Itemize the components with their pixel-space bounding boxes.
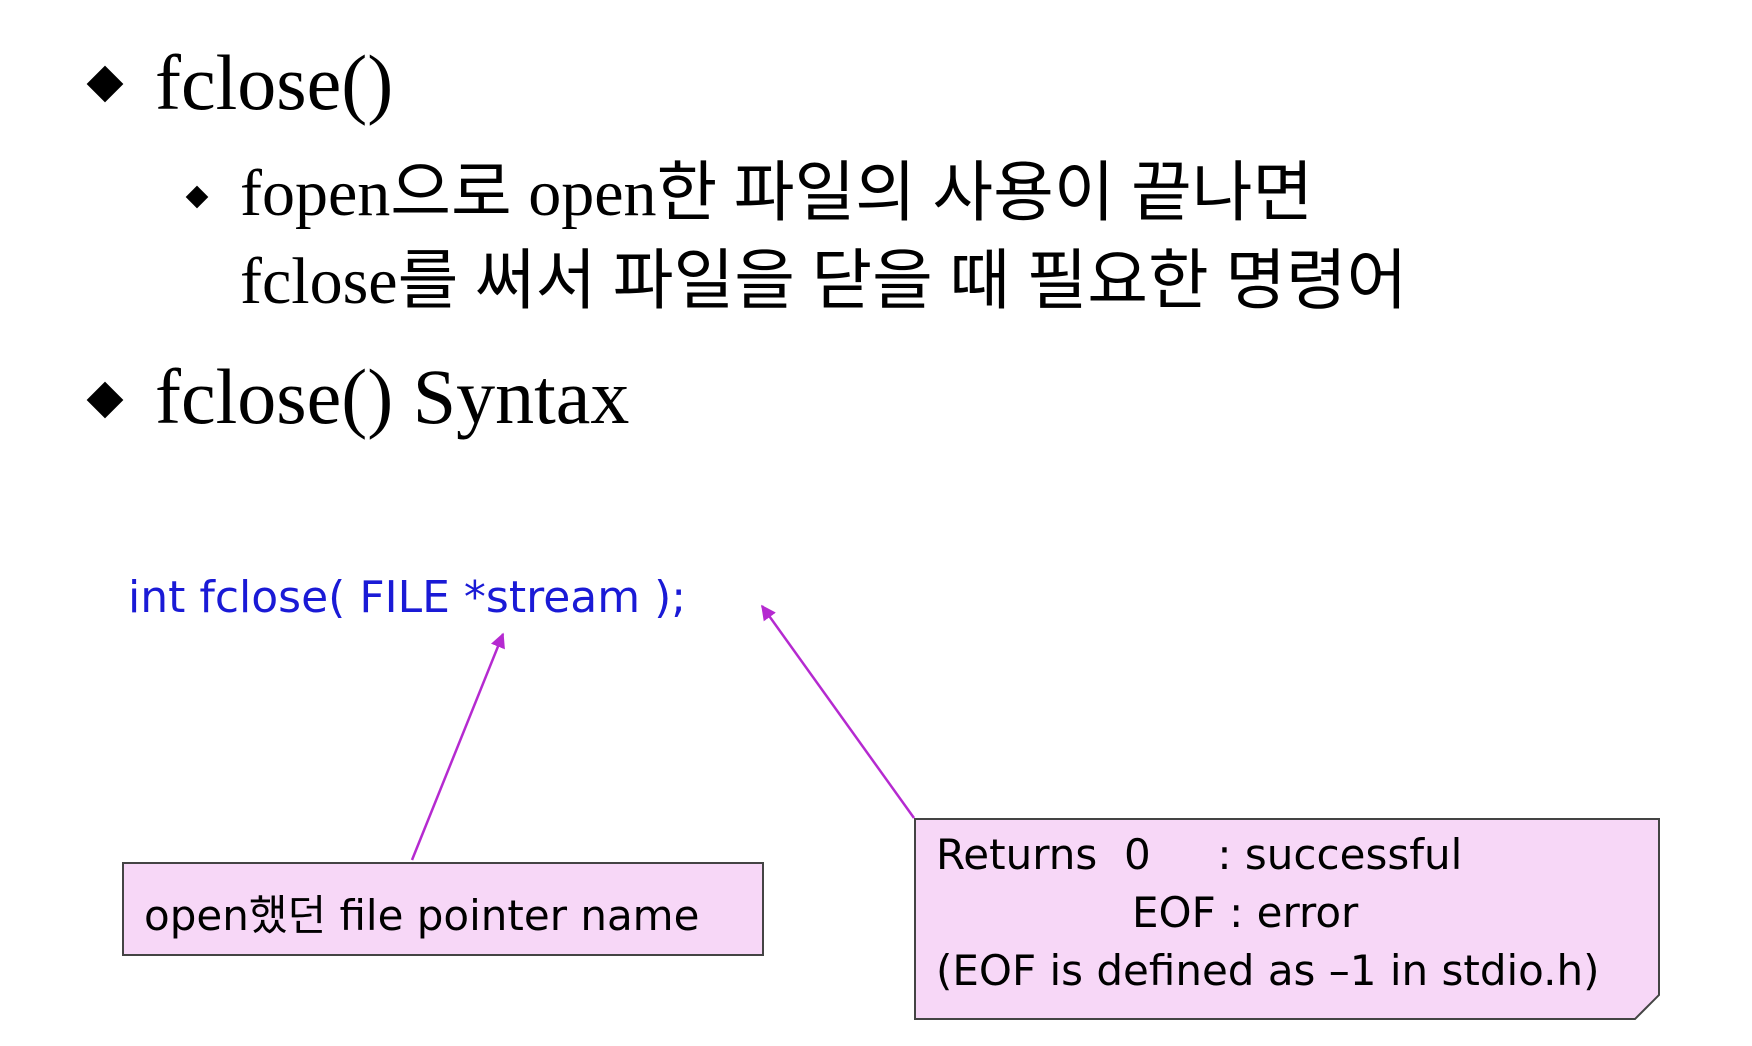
arrow-to-stream-param [410,632,505,861]
code-signature: int fclose( FILE *stream ); [128,572,687,623]
callout-pointer-name: open했던 file pointer name [122,862,764,956]
heading-fclose-syntax: fclose() Syntax [155,353,630,440]
callout-pointer-text: open했던 file pointer name [144,891,700,940]
callout-returns: Returns 0 : successful EOF : error (EOF … [914,818,1660,1020]
heading-fclose: fclose() [155,39,394,126]
sub-bullet-line-2: fclose를 써서 파일을 닫을 때 필요한 명령어 [240,245,1408,318]
returns-line-error: EOF : error [1132,888,1359,937]
page-fold-icon [1634,994,1660,1020]
returns-line-successful: Returns 0 : successful [936,830,1463,879]
returns-line-eof-definition: (EOF is defined as –1 in stdio.h) [936,946,1600,995]
sub-bullet-line-1: fopen으로 open한 파일의 사용이 끝나면 [240,157,1314,230]
arrow-to-return-value [760,604,916,819]
